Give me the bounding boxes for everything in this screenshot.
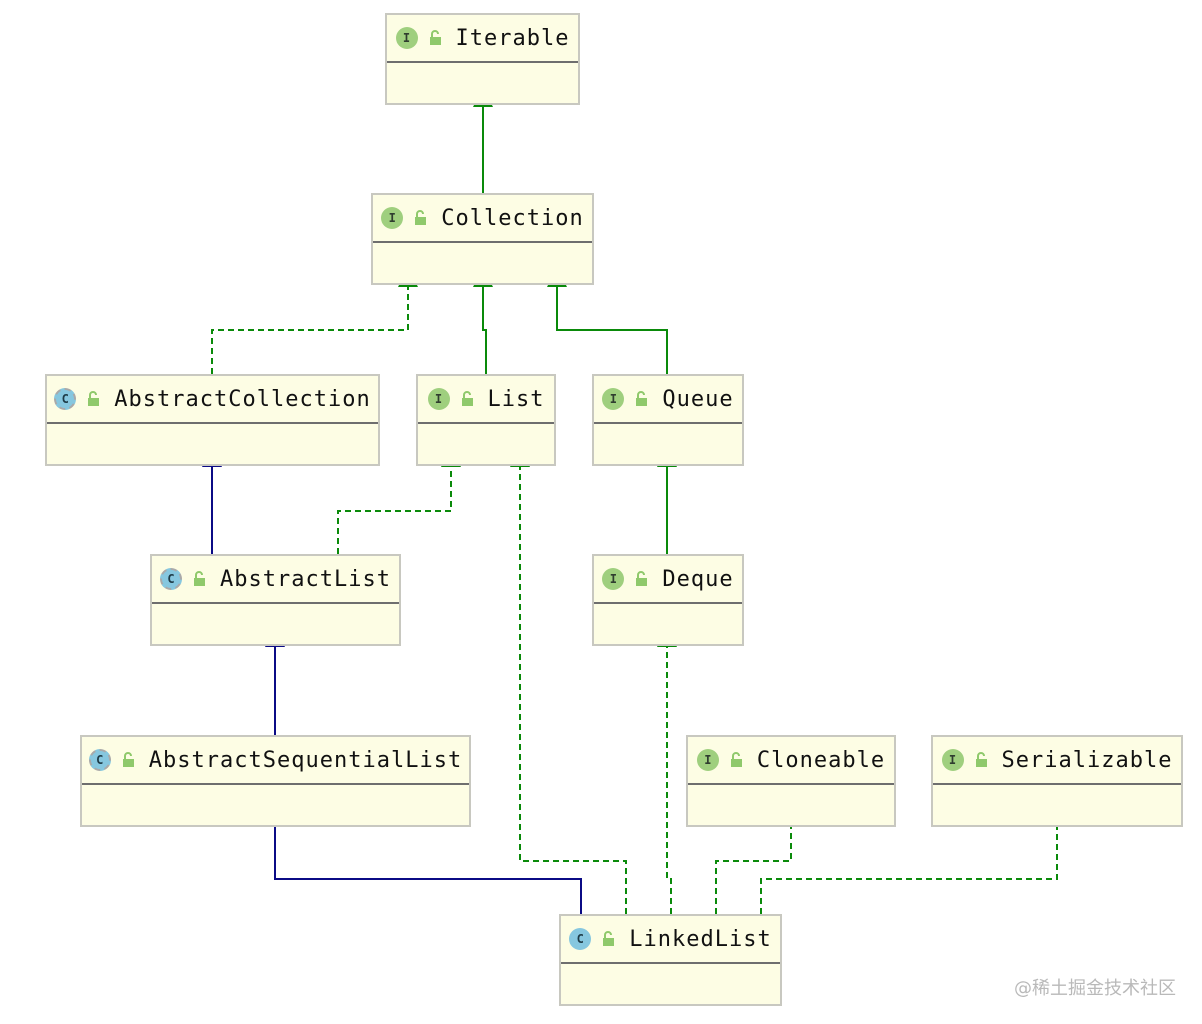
- node-header: C AbstractList: [152, 556, 399, 604]
- unlocked-icon: [730, 752, 742, 767]
- node-label: AbstractCollection: [114, 386, 371, 412]
- edge-abstractcollection-collection: [211, 267, 418, 374]
- node-header: I Collection: [373, 195, 592, 243]
- node-label: Queue: [662, 386, 734, 412]
- interface-icon: I: [427, 388, 450, 410]
- node-abstract-list[interactable]: C AbstractList: [150, 554, 401, 646]
- node-abstract-collection[interactable]: C AbstractCollection: [45, 374, 380, 466]
- edge-list-collection: [473, 267, 493, 374]
- node-list[interactable]: I List: [416, 374, 556, 466]
- node-header: I Cloneable: [688, 737, 894, 785]
- interface-icon: I: [696, 749, 719, 771]
- edge-linkedlist-abstractsequentiallist: [265, 807, 582, 914]
- interface-icon: I: [602, 568, 625, 590]
- interface-icon: I: [381, 207, 404, 229]
- node-label: List: [487, 386, 545, 412]
- interface-icon: I: [395, 27, 418, 49]
- edge-linkedlist-deque: [657, 627, 677, 914]
- node-header: C LinkedList: [561, 916, 780, 964]
- unlocked-icon: [975, 752, 987, 767]
- unlocked-icon: [603, 931, 615, 946]
- class-icon: C: [569, 928, 592, 950]
- edge-linkedlist-list: [510, 447, 627, 914]
- node-header: C AbstractSequentialList: [82, 737, 469, 785]
- node-linked-list[interactable]: C LinkedList: [559, 914, 782, 1006]
- interface-icon: I: [602, 388, 625, 410]
- unlocked-icon: [636, 391, 648, 406]
- watermark: @稀土掘金技术社区: [1014, 978, 1176, 999]
- node-header: I Iterable: [387, 15, 578, 63]
- node-iterable[interactable]: I Iterable: [385, 13, 580, 105]
- node-header: I List: [418, 376, 554, 424]
- edge-linkedlist-cloneable: [715, 807, 801, 914]
- abstract-class-icon: C: [160, 568, 183, 590]
- node-abstract-sequential-list[interactable]: C AbstractSequentialList: [80, 735, 471, 827]
- abstract-class-icon: C: [54, 388, 77, 410]
- unlocked-icon: [415, 210, 427, 225]
- unlocked-icon: [461, 391, 473, 406]
- edge-queue-collection: [547, 267, 668, 374]
- node-header: I Queue: [594, 376, 742, 424]
- interface-icon: I: [941, 749, 964, 771]
- node-header: I Serializable: [933, 737, 1181, 785]
- node-cloneable[interactable]: I Cloneable: [686, 735, 896, 827]
- node-header: C AbstractCollection: [47, 376, 378, 424]
- node-collection[interactable]: I Collection: [371, 193, 594, 285]
- node-queue[interactable]: I Queue: [592, 374, 744, 466]
- node-serializable[interactable]: I Serializable: [931, 735, 1183, 827]
- unlocked-icon: [636, 571, 648, 586]
- node-label: Cloneable: [756, 747, 886, 773]
- edge-abstractlist-list: [337, 447, 461, 554]
- edge-linkedlist-serializable: [760, 807, 1067, 914]
- node-header: I Deque: [594, 556, 742, 604]
- node-label: Iterable: [455, 25, 570, 51]
- node-label: AbstractList: [220, 566, 391, 592]
- node-deque[interactable]: I Deque: [592, 554, 744, 646]
- abstract-class-icon: C: [88, 749, 111, 771]
- node-label: Collection: [441, 205, 584, 231]
- unlocked-icon: [429, 30, 441, 45]
- node-label: Serializable: [1001, 747, 1173, 773]
- node-label: AbstractSequentialList: [148, 747, 463, 773]
- node-label: LinkedList: [629, 926, 772, 952]
- node-label: Deque: [662, 566, 734, 592]
- unlocked-icon: [88, 391, 100, 406]
- unlocked-icon: [194, 571, 206, 586]
- unlocked-icon: [122, 752, 134, 767]
